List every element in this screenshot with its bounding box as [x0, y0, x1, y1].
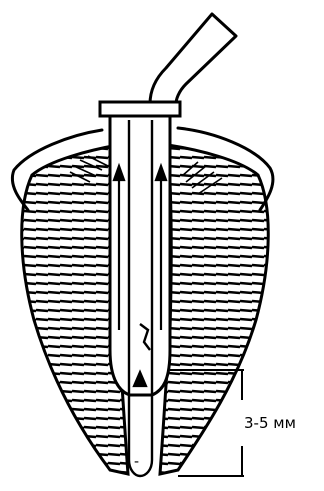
tube-cap	[100, 102, 180, 116]
apex-mark: -	[134, 454, 139, 470]
dimension-label: 3-5 мм	[244, 414, 296, 432]
irrigation-tube	[150, 14, 236, 104]
